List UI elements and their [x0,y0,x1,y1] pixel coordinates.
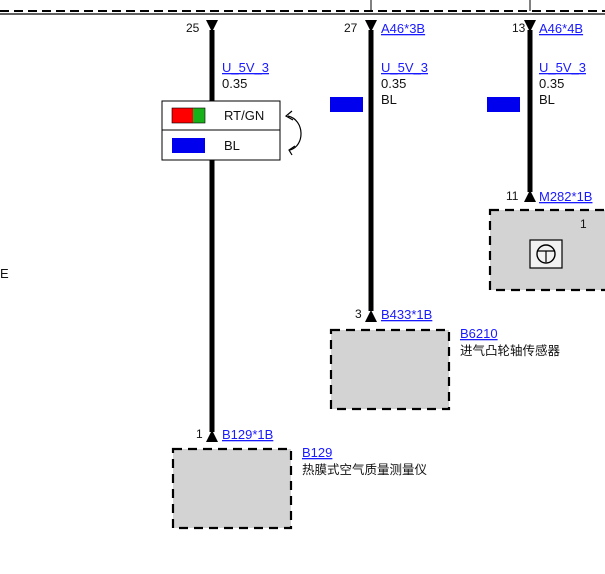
wire-color-swatch-red [172,108,193,123]
connector-link-a46-3b[interactable]: A46*3B [381,21,425,36]
signal-link-left[interactable]: U_5V_3 [222,60,269,75]
component-name-b6210: 进气凸轮轴传感器 [460,343,561,358]
wire-gauge-middle: 0.35 [381,76,406,91]
pin-number-right: 13 [512,21,526,35]
signal-link-right[interactable]: U_5V_3 [539,60,586,75]
component-b129[interactable] [171,447,293,530]
wire-color-swatch-blue [172,138,205,153]
pin-terminal-icon [524,190,536,202]
component-pin-number: 1 [580,217,587,231]
wire-color-option-legend: RT/GN BL [161,100,281,161]
wire-gauge-right: 0.35 [539,76,564,91]
pin-number-b6210: 3 [355,307,362,321]
signal-link-middle[interactable]: U_5V_3 [381,60,428,75]
pin-number-middle: 27 [344,21,358,35]
component-id-link-b129[interactable]: B129 [302,445,332,460]
component-name-b129: 热膜式空气质量测量仪 [302,462,428,477]
wire-color-swatch-blue [487,97,520,112]
cut-off-text: E [0,266,9,281]
wire-color-right: BL [539,92,555,107]
color-option-bl: BL [224,138,240,153]
connector-link-b129-1b[interactable]: B129*1B [222,427,273,442]
wire-gauge-left: 0.35 [222,76,247,91]
connector-link-b433-1b[interactable]: B433*1B [381,307,432,322]
wire-color-middle: BL [381,92,397,107]
connector-link-a46-4b[interactable]: A46*4B [539,21,583,36]
component-id-link-b6210[interactable]: B6210 [460,326,498,341]
pin-terminal-icon [365,310,377,322]
pin-number-b129: 1 [196,427,203,441]
pin-terminal-icon [206,430,218,442]
connector-link-m282-1b[interactable]: M282*1B [539,189,592,204]
wire-color-swatch-blue [330,97,363,112]
pin-terminal-icon [365,20,377,32]
pin-terminal-icon [206,20,218,32]
alternate-arrow-icon [284,110,302,156]
wire-color-swatch-green [193,108,205,123]
color-option-rt-gn: RT/GN [224,108,264,123]
pin-terminal-icon [524,20,536,32]
component-b6210[interactable] [329,328,451,411]
motor-transistor-icon [529,239,563,269]
pin-number-left: 25 [186,21,200,35]
pin-number-m282: 11 [506,189,519,203]
